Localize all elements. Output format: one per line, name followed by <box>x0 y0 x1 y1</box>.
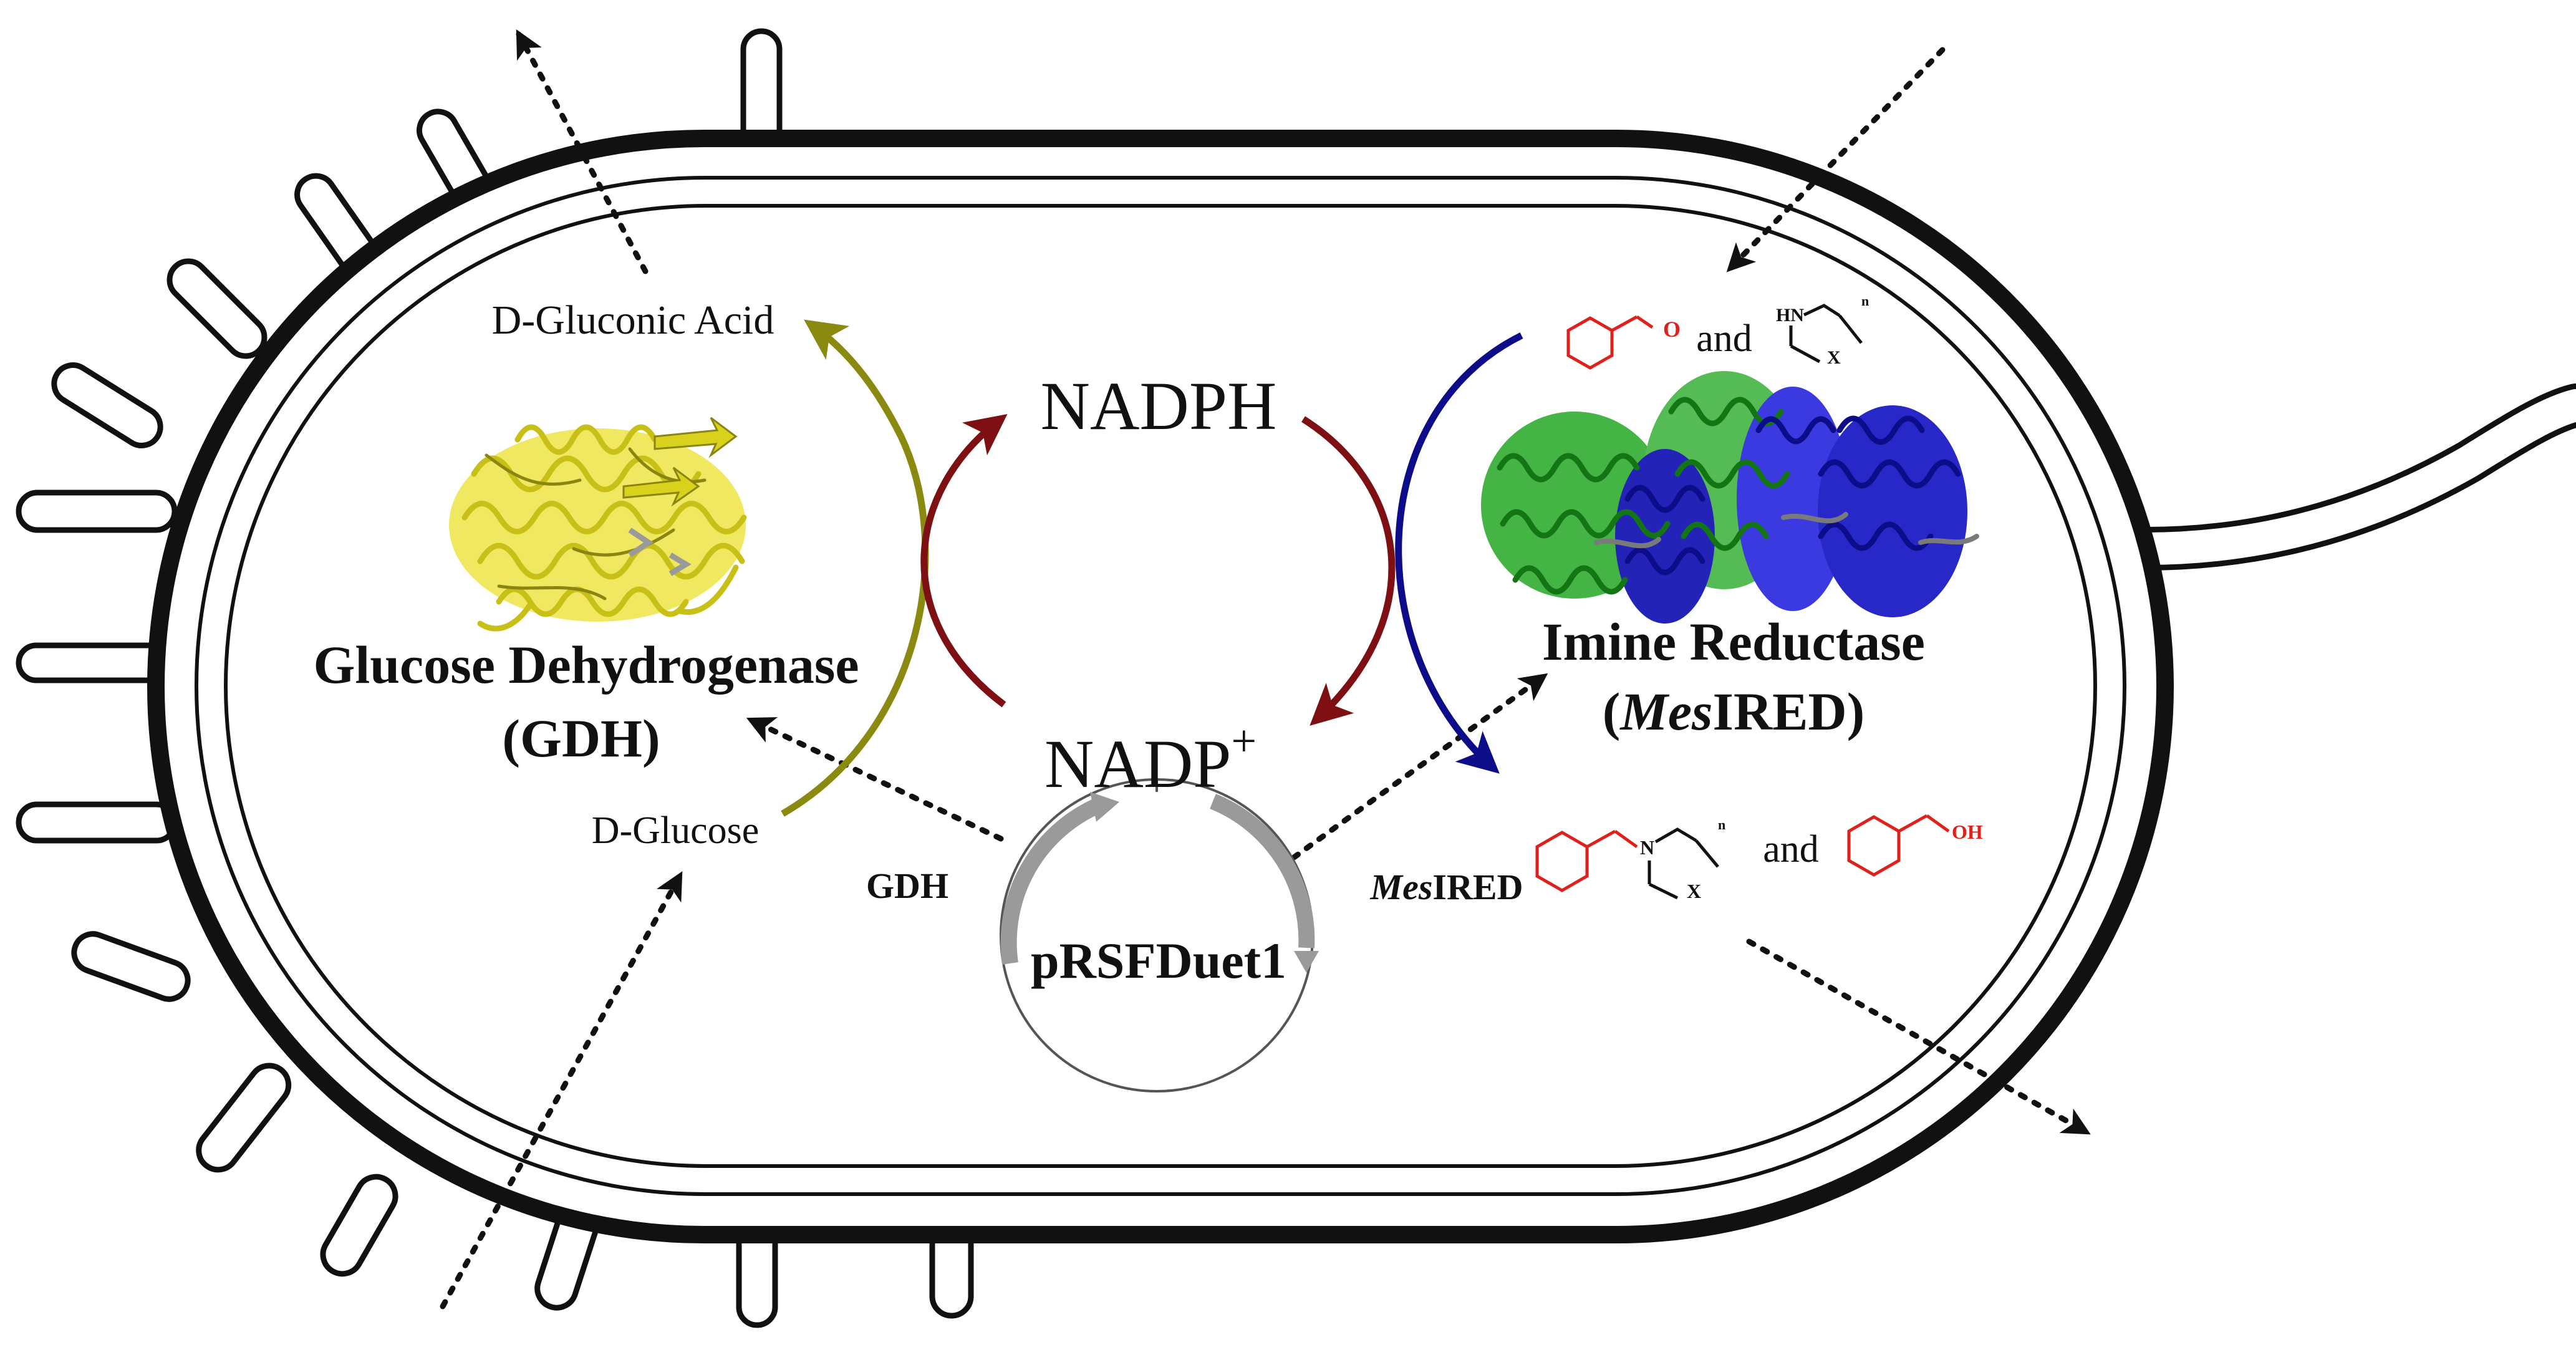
and-top-label: and <box>1696 317 1752 360</box>
ired-reaction-arrow <box>1395 332 1523 774</box>
product-x-label: X <box>1687 880 1701 902</box>
gdh-protein-structure-icon <box>449 417 747 632</box>
ired-abbr-open: ( <box>1603 682 1621 741</box>
benzaldehyde-structure: O <box>1566 315 1681 370</box>
flagellum-icon <box>2123 383 2576 571</box>
nadph-label: NADPH <box>1041 368 1277 444</box>
and-bottom-label: and <box>1763 828 1819 870</box>
gluconic-acid-export-arrow <box>516 29 649 274</box>
cyclic-amine-structure: HN X n <box>1776 293 1869 368</box>
tertiary-amine-structure: N X n <box>1535 817 1725 902</box>
gene-ired-italic: Mes <box>1370 867 1433 907</box>
ired-protein-structure-icon <box>1481 371 1979 624</box>
glucose-label: D-Glucose <box>592 809 760 852</box>
nadp-superscript: + <box>1231 716 1257 766</box>
gene-gdh-label: GDH <box>866 866 948 906</box>
aldehyde-oxygen: O <box>1663 317 1681 342</box>
ired-abbr-rest: IRED) <box>1713 682 1865 741</box>
glucose-import-arrow <box>440 871 683 1309</box>
gene-ired-rest: IRED <box>1432 867 1523 907</box>
ired-abbr-italic: Mes <box>1619 682 1712 741</box>
nadp-label: NADP+ <box>1044 716 1257 802</box>
gdh-name-label: Glucose Dehydrogenase <box>313 635 859 695</box>
transport-arrows <box>440 29 2091 1309</box>
amine-x-label: X <box>1827 347 1841 368</box>
nadp-base: NADP <box>1044 726 1232 802</box>
plasmid-label: pRSFDuet1 <box>1031 932 1286 989</box>
ired-name-label: Imine Reductase <box>1542 612 1925 672</box>
plasmid-map-icon <box>1000 778 1319 1092</box>
amine-hn-label: HN <box>1776 305 1804 325</box>
gdh-abbr-label: (GDH) <box>502 708 660 768</box>
ired-expression-arrow <box>1291 673 1548 861</box>
amine-n-label: n <box>1861 293 1869 309</box>
ired-abbr-label: (MesIRED) <box>1603 682 1864 741</box>
product-export-arrow <box>1746 938 2091 1135</box>
gene-ired-label: MesIRED <box>1370 867 1523 907</box>
gluconic-acid-label: D-Gluconic Acid <box>492 297 774 343</box>
nadph-regeneration-arrow <box>920 413 1008 708</box>
product-sub-n-label: n <box>1718 817 1725 832</box>
product-n-label: N <box>1640 836 1654 859</box>
benzyl-alcohol-structure: OH <box>1847 814 1983 877</box>
alcohol-oh-label: OH <box>1952 821 1983 843</box>
substrate-import-arrow <box>1726 47 1946 272</box>
gdh-expression-arrow <box>746 717 1004 842</box>
nadph-consumption-arrow <box>1301 416 1396 726</box>
gdh-reaction-arrow <box>781 319 929 817</box>
